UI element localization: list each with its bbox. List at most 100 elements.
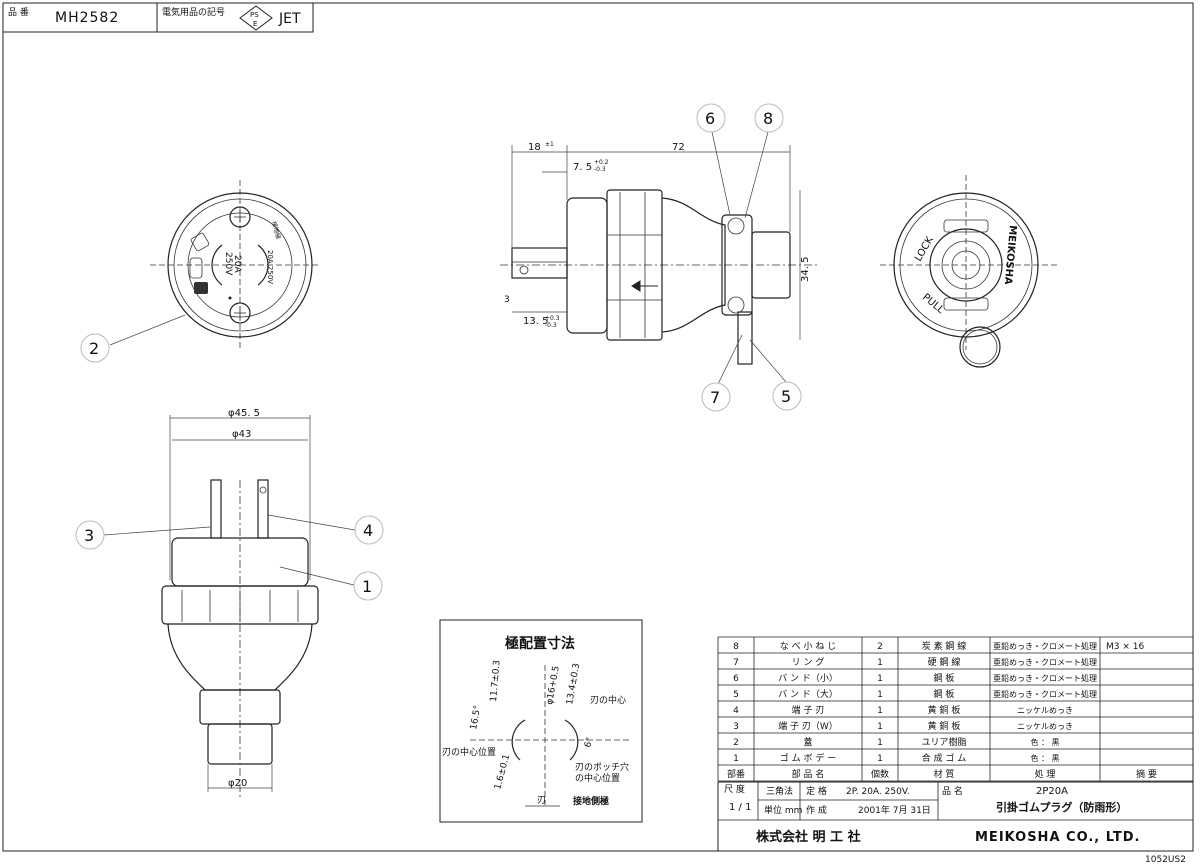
parts-row-5-no: 5 — [733, 690, 739, 700]
parts-row-1-material: 合 成 ゴ ム — [922, 752, 967, 764]
dim-75: 7. 5 — [573, 162, 592, 173]
parts-row-2-material: ユリア樹脂 — [921, 736, 966, 748]
parts-row-4-material: 黄 銅 板 — [928, 704, 961, 716]
parts-row-3-qty: 1 — [877, 722, 883, 732]
dim-135: 13. 5 — [523, 316, 548, 327]
parts-row-8-material: 炭 素 鋼 線 — [922, 640, 967, 652]
dim-75-tol-dn: -0.3 — [594, 166, 606, 173]
parts-row-2-finish: 色 ： 黒 — [1030, 737, 1059, 747]
callout-3: 3 — [84, 526, 94, 545]
dim-135-tol-dn: -0.3 — [545, 322, 557, 329]
dim-18-tol: ±1 — [545, 141, 554, 148]
rating-amps: 20A — [232, 255, 242, 273]
pole-dim-16b: 1.6±0.1 — [493, 753, 512, 791]
callout-6: 6 — [705, 109, 715, 128]
parts-row-5-material: 鋼 板 — [934, 688, 955, 700]
product-name: 引掛ゴムプラグ（防雨形） — [996, 800, 1127, 814]
pole-dim-165: 16.5° — [469, 705, 483, 731]
parts-row-8-name: な べ 小 ね じ — [780, 641, 836, 652]
rating-volts: 250V — [223, 252, 233, 276]
parts-row-3-finish: ニッケルめっき — [1017, 722, 1073, 731]
front-face-view: 20A 250V 20A 250V 接地極 — [150, 180, 320, 350]
callouts: 2 3 4 1 6 8 7 5 — [75, 103, 802, 601]
sheet-border — [2, 2, 1194, 852]
parts-header-finish: 処 理 — [1035, 768, 1056, 780]
parts-row-8-finish: 亜鉛めっき・クロメート処理 — [993, 641, 1097, 651]
callout-4: 4 — [363, 521, 373, 540]
dim-18: 18 — [528, 142, 541, 153]
part-number: MH2582 — [55, 10, 119, 26]
parts-row-7-name: リ ン グ — [792, 656, 825, 668]
header-block: 品 番 MH2582 電気用品の記号 PS E JET — [2, 2, 314, 33]
ground-marking: 接地極 — [270, 220, 282, 239]
dim-43: φ43 — [232, 429, 251, 440]
parts-header-qty: 個数 — [871, 768, 889, 780]
title-block: 尺 度 1 / 1 三角法 単位 mm 定 格 2P. 20A. 250V. 作… — [717, 781, 1194, 852]
parts-row-5-qty: 1 — [877, 690, 883, 700]
parts-row-8-remark: M3 × 16 — [1106, 642, 1144, 652]
rating-label: 定 格 — [806, 785, 827, 797]
pole-dim-16: φ16+0.5 — [545, 665, 562, 705]
parts-row-2-qty: 1 — [877, 738, 883, 748]
dim-135-tol-up: +0.3 — [545, 315, 560, 322]
callout-1: 1 — [362, 577, 372, 596]
pole-label-ground: 接地側極 — [573, 795, 609, 807]
projection: 三角法 — [766, 785, 793, 797]
dim-72: 72 — [672, 142, 685, 153]
parts-row-7-finish: 亜鉛めっき・クロメート処理 — [993, 657, 1097, 667]
product-code: 2P20A — [1036, 786, 1068, 797]
hinban-label: 品 番 — [8, 6, 29, 18]
pole-dim-134: 13.4±0.3 — [565, 663, 582, 706]
parts-row-5-finish: 亜鉛めっき・クロメート処理 — [993, 689, 1097, 699]
parts-header-name: 部 品 名 — [792, 768, 825, 780]
parts-row-1-qty: 1 — [877, 754, 883, 764]
parts-row-6-name: バ ン ド（小） — [778, 673, 838, 684]
dim-455: φ45. 5 — [228, 408, 260, 419]
brand-text: MEIKOSHA — [1002, 225, 1018, 286]
parts-row-4-qty: 1 — [877, 706, 883, 716]
pull-text: PULL — [920, 292, 946, 316]
company-jp: 株式会社 明 工 社 — [756, 829, 861, 845]
drawing-number: 1052US2 — [1145, 855, 1186, 865]
dim-3: 3 — [504, 295, 510, 305]
dim-20: φ20 — [228, 778, 247, 789]
side-rating: 20A 250V — [266, 250, 274, 284]
scale-label: 尺 度 — [724, 783, 745, 795]
callout-2: 2 — [89, 339, 99, 358]
pole-layout-box: 極配置寸法 φ16+0.5 13.4±0.3 11.7±0.3 16.5° 1.… — [439, 619, 643, 823]
svg-text:E: E — [253, 20, 257, 28]
pole-label-pocchi: 刃のポッチ穴 — [575, 761, 629, 773]
parts-row-1-no: 1 — [733, 754, 739, 764]
callout-5: 5 — [781, 387, 791, 406]
parts-row-6-qty: 1 — [877, 674, 883, 684]
parts-row-1-name: ゴ ム ボ デ ー — [780, 752, 836, 764]
dim-75-tol-up: +0.2 — [594, 159, 609, 166]
pole-label-center-pos: 刃の中心位置 — [442, 746, 496, 758]
side-view: 18 ±1 72 7. 5 +0.2 -0.3 34. 5 3 13. 5 +0… — [500, 141, 820, 365]
company-en: MEIKOSHA CO., LTD. — [975, 830, 1140, 845]
pole-label-blade: 刃 — [537, 796, 546, 806]
parts-row-7-no: 7 — [733, 658, 739, 668]
svg-text:PS: PS — [250, 11, 259, 19]
parts-row-1-finish: 色 ： 黒 — [1030, 753, 1059, 763]
parts-row-8-no: 8 — [733, 642, 739, 652]
rating: 2P. 20A. 250V. — [846, 787, 910, 797]
pole-dim-6: 6° — [583, 736, 595, 748]
parts-row-6-material: 鋼 板 — [934, 672, 955, 684]
parts-row-4-no: 4 — [733, 706, 739, 716]
parts-row-7-material: 硬 鋼 線 — [928, 656, 961, 668]
pole-layout-title: 極配置寸法 — [505, 635, 575, 652]
pole-label-pocchi-center: の中心位置 — [575, 772, 620, 784]
callout-7: 7 — [710, 388, 720, 407]
parts-row-3-name: 端 子 刃（W） — [778, 720, 838, 732]
callout-8: 8 — [763, 109, 773, 128]
parts-row-6-no: 6 — [733, 674, 739, 684]
parts-row-4-name: 端 子 刃 — [792, 704, 825, 716]
parts-header-material: 材 質 — [934, 768, 955, 780]
jet-mark: JET — [278, 11, 301, 27]
product-label: 品 名 — [942, 785, 963, 797]
pole-dim-117: 11.7±0.3 — [489, 660, 503, 703]
unit: 単位 mm — [764, 804, 802, 816]
